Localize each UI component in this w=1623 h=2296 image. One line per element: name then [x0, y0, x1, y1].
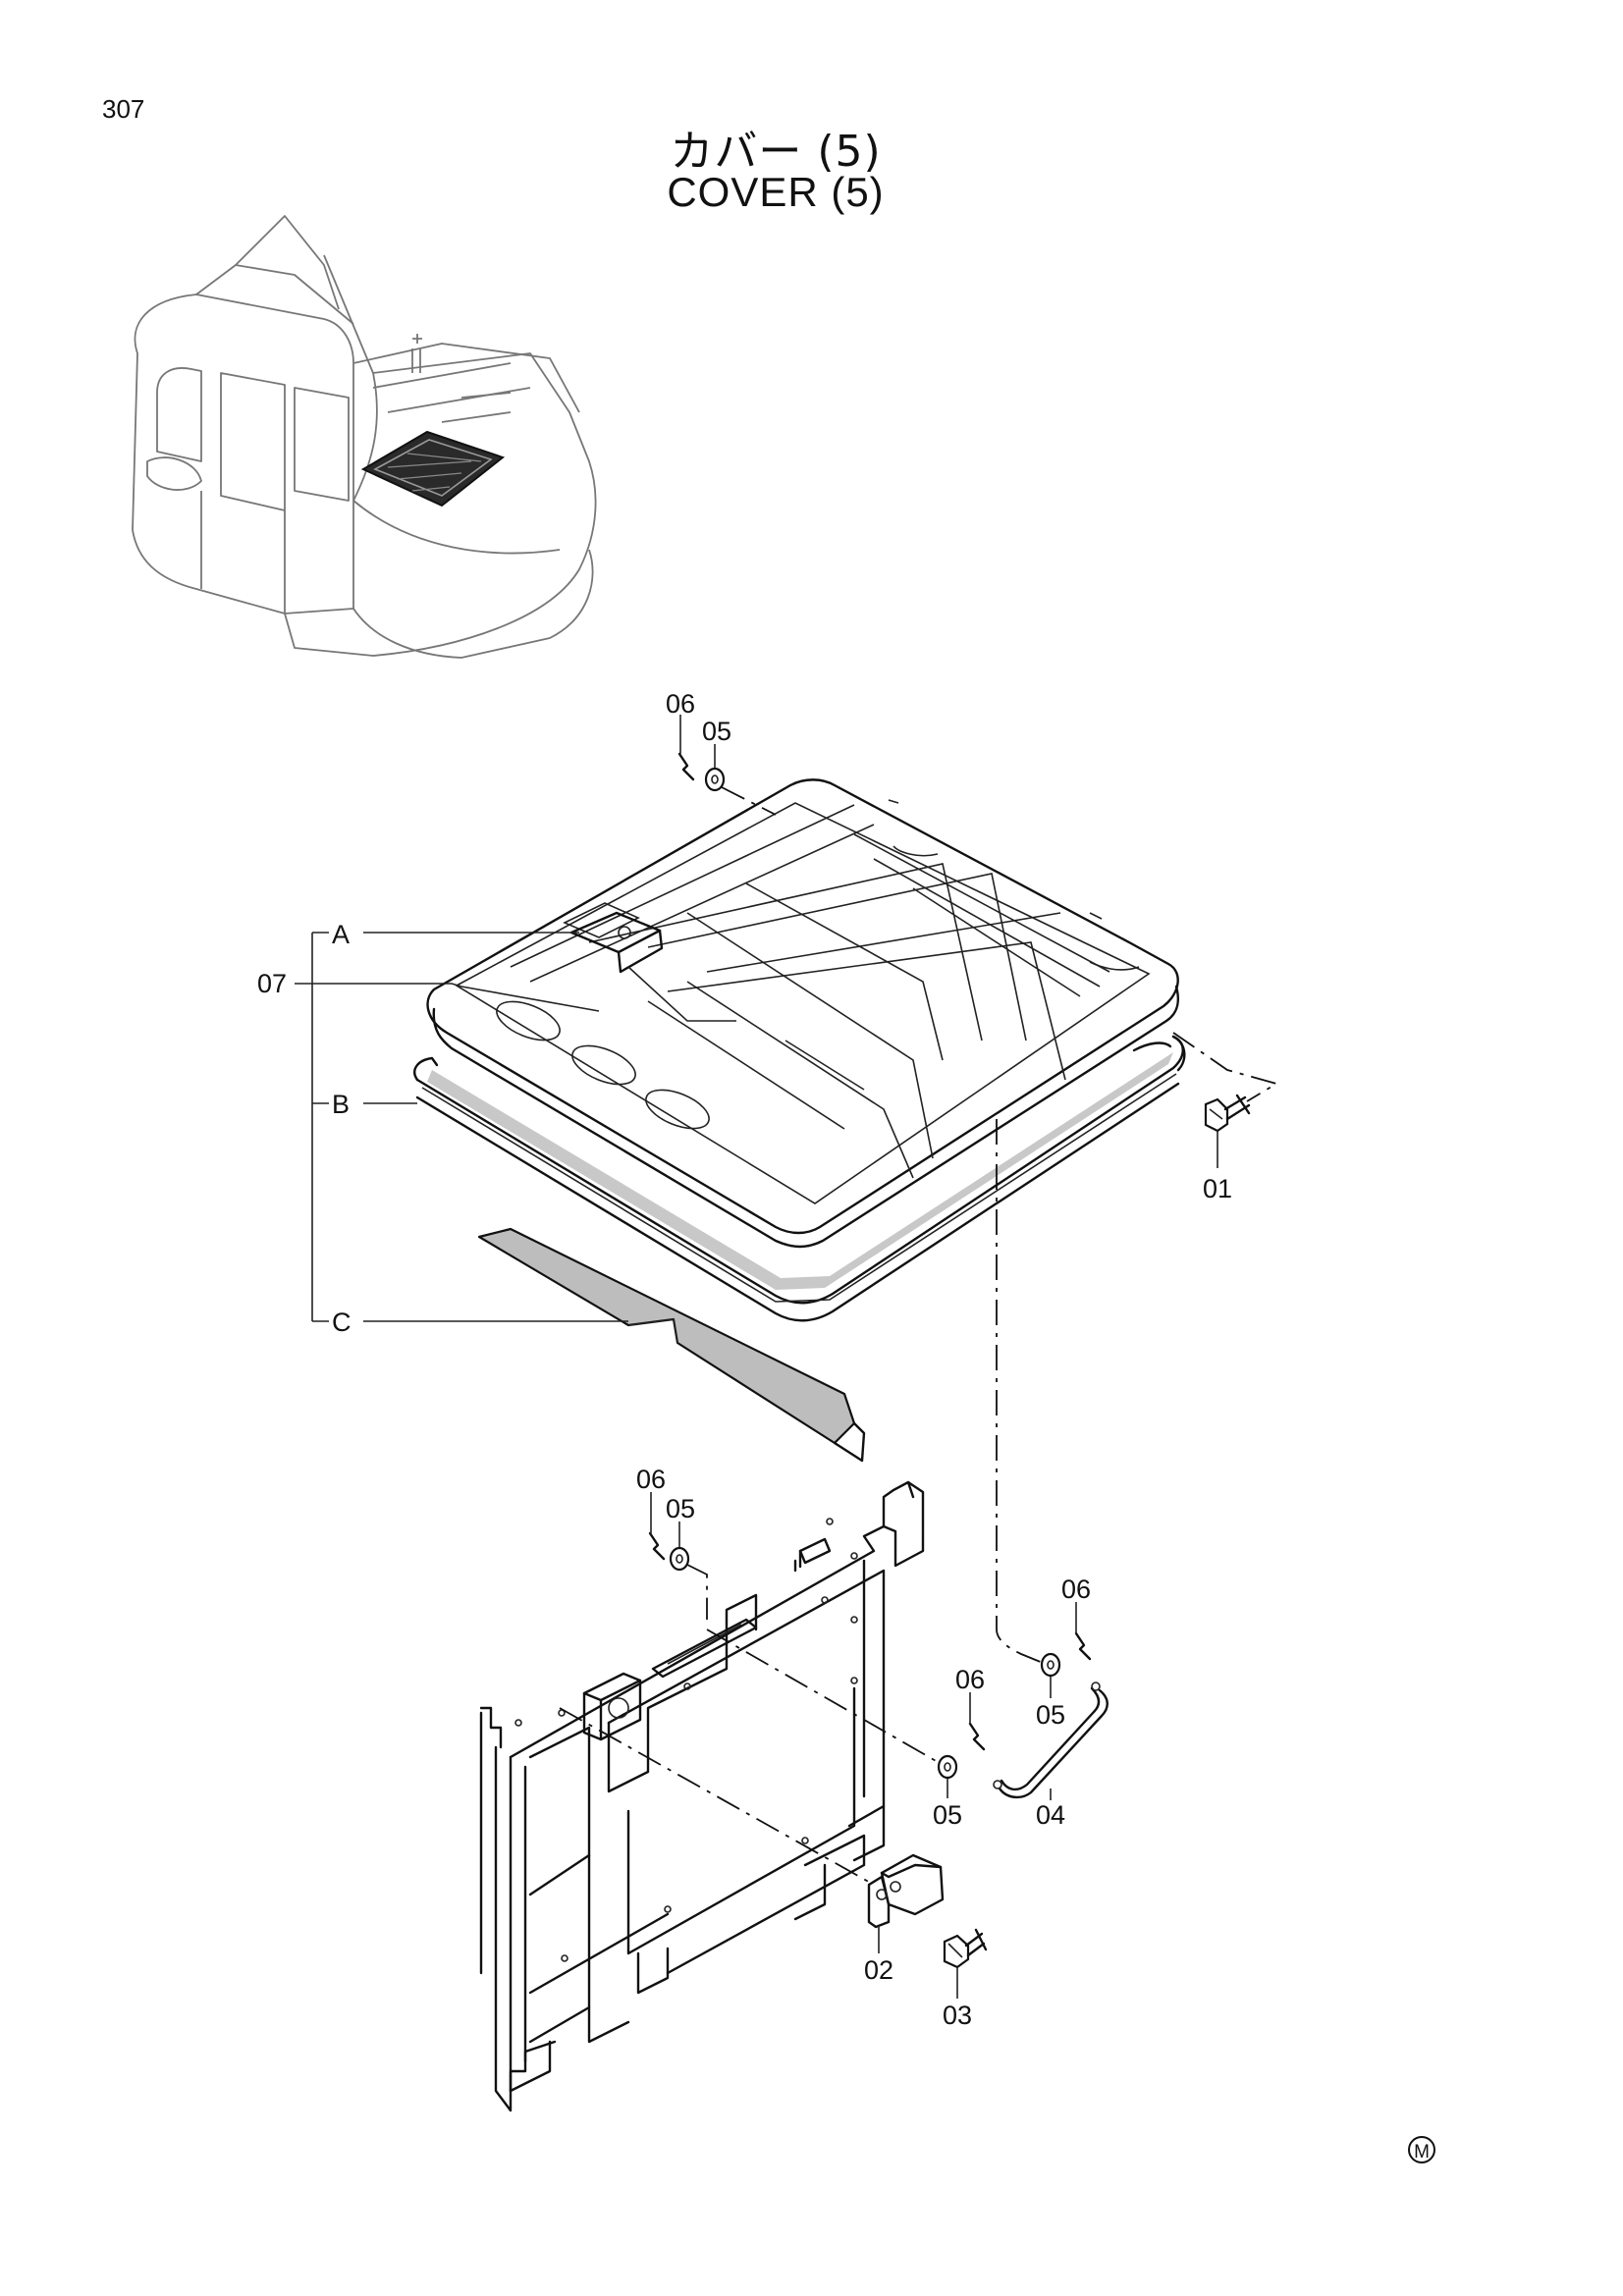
callout-06-top: 06 — [666, 689, 695, 719]
callout-06-right-top: 06 — [1061, 1575, 1091, 1604]
mark-letter: M — [1414, 2142, 1430, 2163]
callout-a: A — [332, 920, 350, 949]
seal-gasket — [413, 1035, 1186, 1322]
cotter-pin-top — [677, 752, 695, 781]
callout-labels: 06 05 A 07 B C 01 06 05 06 05 06 05 04 0… — [257, 689, 1232, 2030]
page-number: 307 — [102, 94, 145, 124]
cotter-pin-right-top — [1074, 1631, 1092, 1661]
callout-06-mid: 06 — [636, 1465, 666, 1494]
latch-block — [569, 911, 736, 1022]
washer-right-low — [937, 1754, 958, 1780]
callout-05-mid: 05 — [666, 1494, 695, 1523]
callout-06-right-low: 06 — [955, 1665, 985, 1694]
seal-strip — [477, 1227, 866, 1463]
rod-part — [993, 1682, 1109, 1799]
callout-04: 04 — [1036, 1800, 1065, 1830]
washer-right-top — [1040, 1652, 1061, 1678]
bracket-part — [867, 1853, 945, 1929]
washer-top — [704, 767, 726, 792]
bolt-03 — [943, 1928, 988, 1969]
callout-05-top: 05 — [702, 717, 731, 746]
page-title-japanese: カバー (5) — [670, 127, 882, 177]
callout-05-right-top: 05 — [1036, 1700, 1065, 1730]
callout-b: B — [332, 1090, 350, 1119]
cotter-pin-right-low — [968, 1722, 986, 1751]
callout-05-right-low: 05 — [933, 1800, 962, 1830]
cover-panel — [426, 778, 1180, 1249]
cotter-pin-mid — [648, 1531, 666, 1561]
frame-structure — [479, 1480, 925, 2112]
callout-01: 01 — [1203, 1174, 1232, 1203]
highlighted-cover-location — [360, 430, 506, 507]
callout-02: 02 — [864, 1955, 893, 1985]
callout-07: 07 — [257, 969, 287, 998]
washer-mid — [669, 1546, 690, 1572]
callout-c: C — [332, 1308, 352, 1337]
manual-mark: M — [1408, 2136, 1435, 2163]
page-title-english: COVER (5) — [667, 169, 885, 215]
bolt-01 — [1204, 1094, 1251, 1133]
callout-03: 03 — [943, 2001, 972, 2030]
machine-locator-view — [132, 215, 597, 659]
leader-lines — [295, 715, 1279, 1999]
